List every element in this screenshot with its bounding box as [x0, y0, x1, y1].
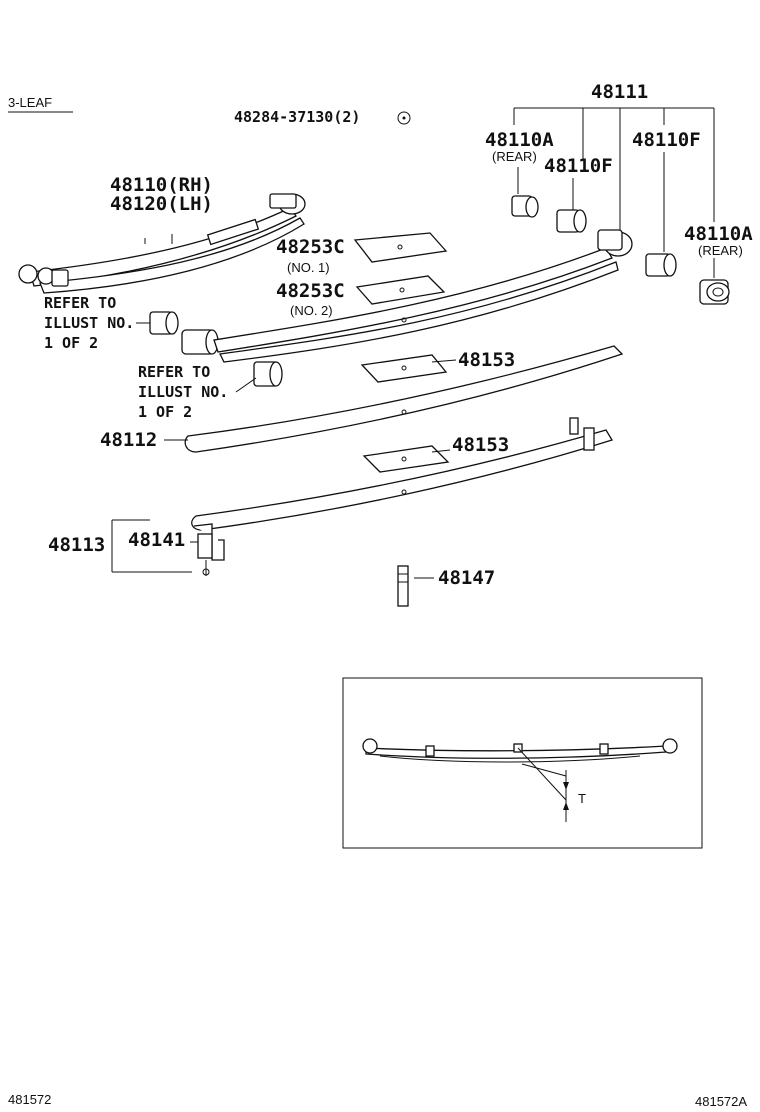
label-48113: 48113 — [48, 534, 105, 556]
main-leaf-48111 — [213, 229, 633, 363]
label-48153-a: 48153 — [458, 349, 515, 371]
svg-text:ILLUST NO.: ILLUST NO. — [138, 383, 228, 401]
label-48120: 48120(LH) — [110, 193, 213, 215]
footer-left-code: 481572 — [8, 1092, 51, 1107]
leaf-48112 — [184, 345, 624, 453]
bushing-48110F-right — [645, 253, 677, 277]
inset-detail — [342, 677, 703, 849]
leader-48111-bracket — [513, 107, 715, 232]
variant-label: 3-LEAF — [8, 95, 52, 110]
svg-text:1 OF 2: 1 OF 2 — [44, 334, 98, 352]
bushing-refer-1 — [149, 311, 179, 335]
label-48112: 48112 — [100, 429, 157, 451]
bolt-ref-label: 48284-37130(2) — [234, 108, 360, 126]
pad-48153-a — [360, 354, 448, 383]
bushing-48110F-left — [556, 209, 587, 233]
svg-text:ILLUST NO.: ILLUST NO. — [44, 314, 134, 332]
bolt-ref-icon — [397, 111, 411, 125]
label-48110: 48110(RH) — [110, 174, 213, 196]
refer-note-2: REFER TO ILLUST NO. 1 OF 2 — [138, 363, 228, 421]
label-48110F-right: 48110F — [632, 129, 701, 151]
label-rear-right: (REAR) — [698, 243, 743, 258]
svg-text:REFER TO: REFER TO — [44, 294, 116, 312]
label-48110F-left: 48110F — [544, 155, 613, 177]
svg-text:REFER TO: REFER TO — [138, 363, 210, 381]
bushing-48110A-rear-left — [511, 195, 539, 218]
label-48253C-no1: 48253C — [276, 236, 345, 258]
bushing-refer-2 — [253, 361, 283, 387]
leader-refer-2 — [235, 377, 257, 393]
bolt-ref-icon-dot — [402, 116, 406, 120]
bushing-48110A-rear-right — [699, 279, 730, 305]
label-48110A-rear-left: 48110A — [485, 129, 554, 151]
label-48141: 48141 — [128, 529, 185, 551]
label-rear-left: (REAR) — [492, 149, 537, 164]
label-48147: 48147 — [438, 567, 495, 589]
clip-48141 — [193, 523, 225, 576]
svg-text:1 OF 2: 1 OF 2 — [138, 403, 192, 421]
bracket-48113 — [111, 519, 192, 573]
label-48110A-rear-right: 48110A — [684, 223, 753, 245]
refer-note-1: REFER TO ILLUST NO. 1 OF 2 — [44, 294, 134, 352]
label-48253C-no2: 48253C — [276, 280, 345, 302]
label-48111: 48111 — [591, 81, 648, 103]
bolt-48147 — [397, 565, 409, 607]
pad-48253C-no1 — [353, 232, 448, 263]
label-48153-b: 48153 — [452, 434, 509, 456]
label-no1: (NO. 1) — [287, 260, 330, 275]
spring-assembly-48110 — [18, 193, 306, 294]
bushing-mid — [181, 329, 219, 355]
inset-dimension-label: T — [578, 791, 586, 806]
label-no2: (NO. 2) — [290, 303, 333, 318]
footer-right-code: 481572A — [695, 1094, 747, 1109]
